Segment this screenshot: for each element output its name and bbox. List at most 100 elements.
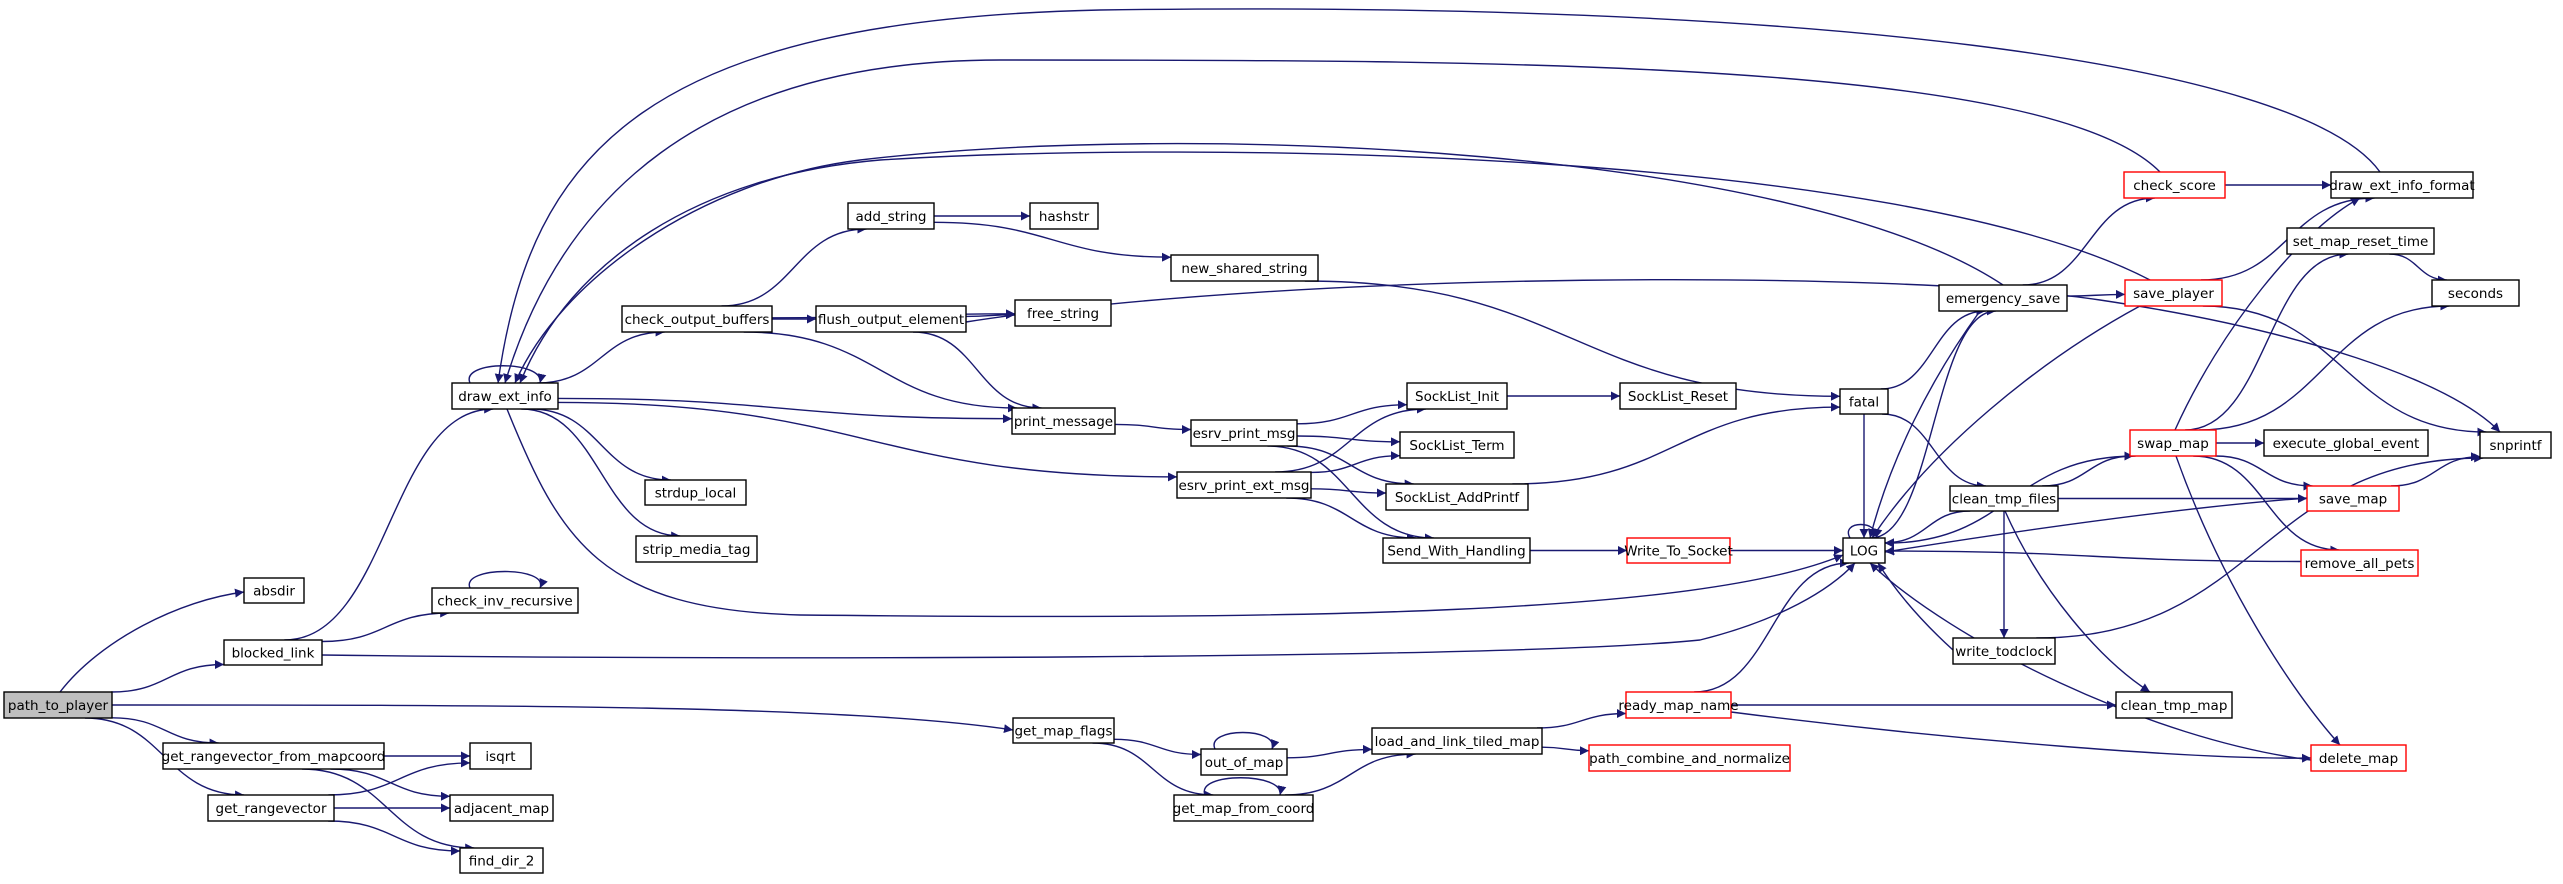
node-out-of-map[interactable]: out_of_map [1200, 748, 1288, 776]
edge-draw_ext_info-to-strdup_local [530, 408, 671, 485]
node-blocked-link[interactable]: blocked_link [223, 639, 323, 666]
node-box [1012, 717, 1115, 744]
node-flush-output-element[interactable]: flush_output_element [815, 305, 967, 333]
node-log[interactable]: LOG [1842, 537, 1886, 564]
node-label: hashstr [1039, 209, 1090, 225]
node-check-score[interactable]: check_score [2123, 171, 2226, 199]
edge-new_shared_string-to-fatal [1304, 280, 1841, 401]
node-new-shared-string[interactable]: new_shared_string [1170, 254, 1319, 282]
node-label: Send_With_Handling [1387, 544, 1525, 560]
node-socklist-term[interactable]: SockList_Term [1399, 431, 1515, 459]
node-box [1176, 471, 1312, 499]
node-swap-map[interactable]: swap_map [2129, 429, 2217, 457]
node-label: LOG [1850, 544, 1878, 560]
node-strip-media-tag[interactable]: strip_media_tag [635, 535, 758, 563]
edge-esrv_print_msg-to-socklist_addprintf [1287, 445, 1414, 489]
node-box [2286, 227, 2435, 255]
node-add-string[interactable]: add_string [847, 202, 935, 230]
edge-swap_map-to-set_map_reset_time [2185, 249, 2349, 431]
node-check-output-buffers[interactable]: check_output_buffers [621, 305, 773, 333]
edge-esrv_print_msg-to-socklist_term [1296, 435, 1401, 447]
node-adjacent-map[interactable]: adjacent_map [449, 794, 554, 822]
node-fatal[interactable]: fatal [1839, 388, 1889, 415]
edge-esrv_print_ext_msg-to-socklist_term [1310, 451, 1401, 474]
node-strdup-local[interactable]: strdup_local [644, 479, 747, 506]
node-snprintf[interactable]: snprintf [2479, 431, 2552, 459]
node-absdir[interactable]: absdir [243, 577, 305, 604]
edge-check_inv_recursive-to-check_inv_recursive [468, 570, 548, 589]
node-box [1173, 794, 1314, 822]
node-print-message[interactable]: print_message [1011, 407, 1116, 435]
node-find-dir-2[interactable]: find_dir_2 [459, 847, 544, 874]
edge-draw_ext_info-to-print_message [557, 397, 1013, 424]
node-save-map[interactable]: save_map [2306, 485, 2400, 512]
node-clean-tmp-files[interactable]: clean_tmp_files [1949, 485, 2059, 512]
edge-get_rangevector-to-find_dir_2 [328, 820, 461, 856]
node-label: get_rangevector [216, 801, 327, 817]
node-label: isqrt [485, 749, 515, 765]
node-seconds[interactable]: seconds [2431, 279, 2520, 307]
node-socklist-init[interactable]: SockList_Init [1406, 382, 1508, 410]
edge-draw_ext_info_format-to-draw_ext_info [494, 8, 2381, 384]
edge-emergency_save-to-log [1867, 310, 1981, 539]
node-execute-global-event[interactable]: execute_global_event [2263, 429, 2429, 457]
edge-print_message-to-esrv_print_msg [1114, 423, 1192, 434]
edge-get_map_flags-to-out_of_map [1113, 738, 1202, 759]
node-label: draw_ext_info_format [2329, 178, 2474, 194]
node-free-string[interactable]: free_string [1014, 299, 1112, 327]
node-label: check_score [2133, 178, 2216, 194]
edge-swap_map-to-remove_all_pets [2193, 455, 2340, 555]
node-isqrt[interactable]: isqrt [469, 742, 532, 770]
node-delete-map[interactable]: delete_map [2310, 744, 2407, 772]
node-label: check_output_buffers [625, 312, 770, 328]
node-label: flush_output_element [818, 312, 964, 328]
node-box [2431, 279, 2520, 307]
node-box [1371, 727, 1543, 755]
node-box [162, 742, 385, 770]
node-box [2123, 171, 2226, 199]
node-draw-ext-info[interactable]: draw_ext_info [451, 382, 559, 410]
node-label: write_todclock [1955, 644, 2053, 660]
node-label: delete_map [2319, 751, 2398, 767]
node-path-to-player[interactable]: path_to_player [3, 691, 113, 719]
node-remove-all-pets[interactable]: remove_all_pets [2300, 549, 2419, 577]
node-send-with-handling[interactable]: Send_With_Handling [1382, 537, 1531, 564]
node-save-player[interactable]: save_player [2124, 279, 2223, 307]
node-set-map-reset-time[interactable]: set_map_reset_time [2286, 227, 2435, 255]
node-box [243, 577, 305, 604]
node-write-to-socket[interactable]: Write_To_Socket [1624, 537, 1733, 564]
node-box [635, 535, 758, 563]
node-box [621, 305, 773, 333]
node-load-and-link-tiled-map[interactable]: load_and_link_tiled_map [1371, 727, 1543, 755]
node-ready-map-name[interactable]: ready_map_name [1618, 691, 1739, 719]
node-clean-tmp-map[interactable]: clean_tmp_map [2115, 691, 2233, 719]
node-hashstr[interactable]: hashstr [1029, 202, 1099, 230]
node-box [2300, 549, 2419, 577]
node-label: save_player [2133, 286, 2214, 302]
edge-ready_map_name-to-log [1694, 558, 1850, 693]
node-label: get_rangevector_from_mapcoord [162, 749, 386, 765]
node-get-rangevector[interactable]: get_rangevector [207, 794, 335, 822]
node-get-map-from-coord[interactable]: get_map_from_coord [1173, 794, 1315, 822]
node-socklist-addprintf[interactable]: SockList_AddPrintf [1385, 483, 1529, 511]
node-label: draw_ext_info [458, 389, 552, 405]
node-socklist-reset[interactable]: SockList_Reset [1619, 382, 1737, 410]
node-write-todclock[interactable]: write_todclock [1952, 637, 2056, 665]
node-esrv-print-ext-msg[interactable]: esrv_print_ext_msg [1176, 471, 1312, 499]
node-label: esrv_print_msg [1193, 426, 1296, 442]
edge-swap_map-to-delete_map [2175, 455, 2341, 746]
node-box [1011, 407, 1116, 435]
node-label: strip_media_tag [643, 542, 751, 558]
node-check-inv-recursive[interactable]: check_inv_recursive [431, 587, 579, 614]
node-get-rangevector-from-mapcoord[interactable]: get_rangevector_from_mapcoord [162, 742, 386, 770]
node-label: remove_all_pets [2305, 556, 2415, 572]
node-emergency-save[interactable]: emergency_save [1938, 284, 2068, 312]
node-draw-ext-info-format[interactable]: draw_ext_info_format [2329, 171, 2475, 199]
node-box [207, 794, 335, 822]
node-box [1626, 537, 1731, 564]
node-path-combine-and-normalize[interactable]: path_combine_and_normalize [1588, 744, 1791, 772]
node-box [644, 479, 747, 506]
node-get-map-flags[interactable]: get_map_flags [1012, 717, 1115, 744]
node-esrv-print-msg[interactable]: esrv_print_msg [1190, 419, 1298, 447]
edge-swap_map-to-draw_ext_info_format [2174, 197, 2361, 431]
